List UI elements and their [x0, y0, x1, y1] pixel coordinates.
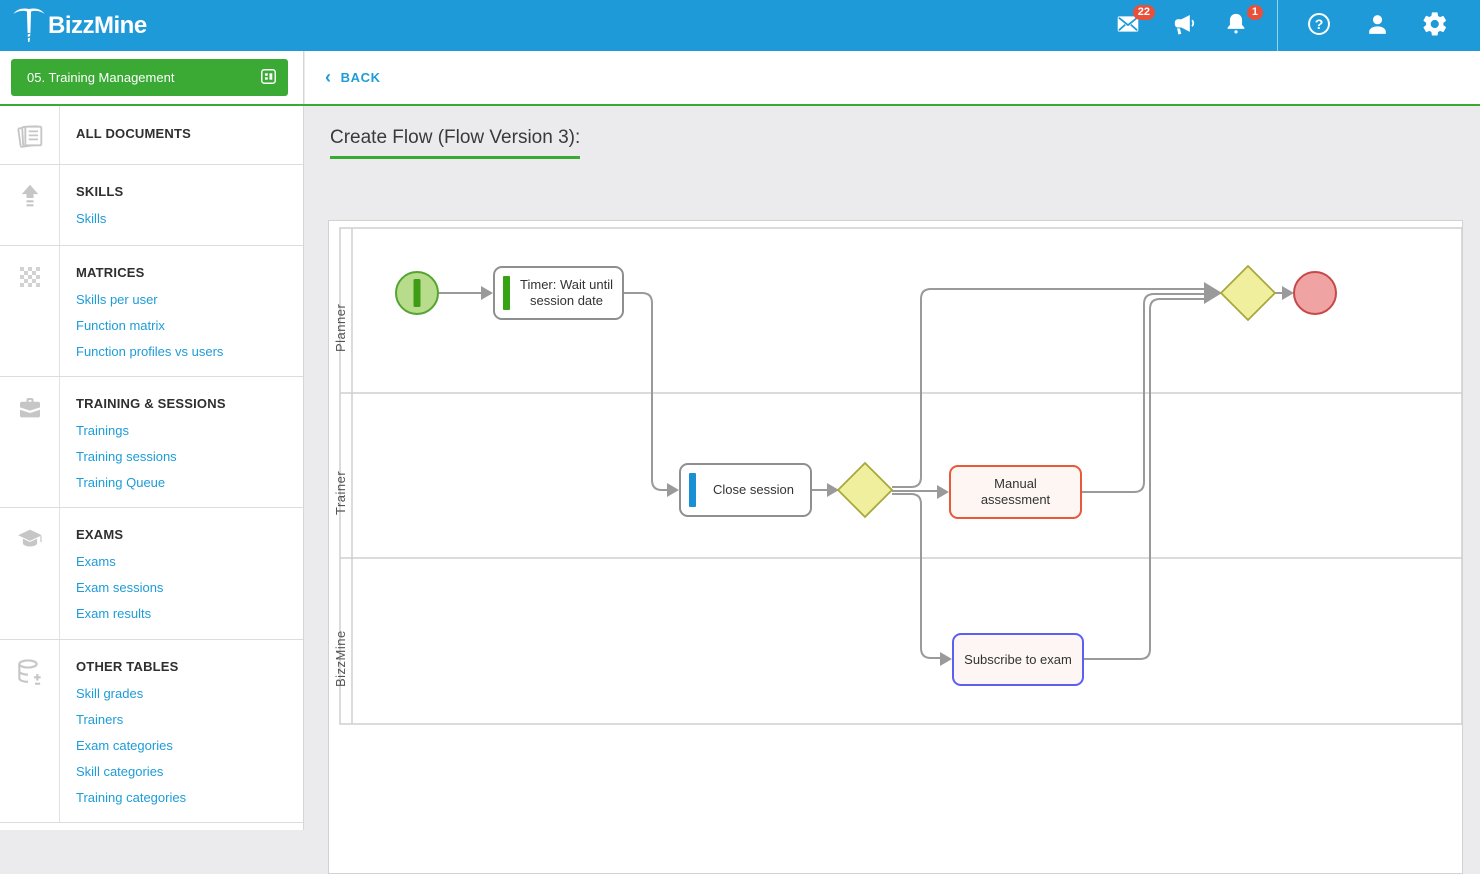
messages-badge: 22: [1132, 4, 1155, 20]
app-selector-label: 05. Training Management: [27, 70, 175, 85]
sidebar-link-trainings[interactable]: Trainings: [76, 423, 129, 438]
flow-subscribe-to-end-gateway: [1084, 298, 1207, 660]
matrix-icon: [0, 246, 60, 376]
megaphone-icon: [1169, 11, 1196, 41]
graduation-cap-icon: [0, 508, 60, 639]
sidebar-section-matrices: MATRICES Skills per user Function matrix…: [0, 246, 303, 377]
bell-icon: [1223, 11, 1249, 40]
start-event-bar: [413, 279, 421, 307]
gateway-end[interactable]: [1219, 264, 1277, 322]
flow-timer-to-close: [624, 292, 669, 491]
sidebar-link-trainers[interactable]: Trainers: [76, 712, 124, 727]
sidebar-section-training-sessions: TRAINING & SESSIONS Trainings Training s…: [0, 377, 303, 508]
profile-button[interactable]: [1358, 9, 1396, 43]
sidebar-section-other-tables: OTHER TABLES Skill grades Trainers Exam …: [0, 640, 303, 823]
sidebar-link-exam-results[interactable]: Exam results: [76, 606, 152, 621]
section-title-other-tables: OTHER TABLES: [76, 659, 179, 674]
app-grid-icon: [259, 67, 278, 89]
flow-gateway-to-subscribe: [892, 493, 942, 659]
end-event[interactable]: [1293, 271, 1337, 315]
notifications-badge: 1: [1246, 4, 1263, 20]
sidebar-link-function-profiles-vs-users[interactable]: Function profiles vs users: [76, 344, 224, 359]
sidebar-link-skills-per-user[interactable]: Skills per user: [76, 292, 158, 307]
task-close-session[interactable]: Close session: [679, 463, 812, 517]
lane-label-trainer: Trainer: [333, 470, 348, 516]
chevron-left-icon: ‹: [325, 67, 332, 87]
page-title: Create Flow (Flow Version 3):: [330, 127, 1480, 159]
lane-label-bizzmine: BizzMine: [333, 630, 348, 687]
gear-icon: [1421, 10, 1449, 41]
app-strip: 05. Training Management: [0, 51, 303, 104]
app-header: BizzMine 22: [0, 0, 1480, 51]
sidebar-section-skills: SKILLS Skills: [0, 165, 303, 246]
skills-icon: [0, 165, 60, 245]
section-title-skills: SKILLS: [76, 184, 124, 199]
flow-manual-to-end-gateway: [1082, 293, 1207, 493]
sidebar: 05. Training Management: [0, 51, 304, 830]
sidebar-link-skill-categories[interactable]: Skill categories: [76, 764, 164, 779]
sidebar-section-exams: EXAMS Exams Exam sessions Exam results: [0, 508, 303, 640]
header-divider: [1277, 0, 1278, 51]
help-icon: ?: [1306, 11, 1332, 40]
back-button[interactable]: ‹ BACK: [325, 67, 381, 87]
settings-button[interactable]: [1416, 9, 1454, 43]
sidebar-link-skill-grades[interactable]: Skill grades: [76, 686, 144, 701]
sidebar-section-all-documents: ALL DOCUMENTS: [0, 104, 303, 165]
sidebar-link-exam-sessions[interactable]: Exam sessions: [76, 580, 164, 595]
back-label: BACK: [340, 70, 381, 85]
content-area: Create Flow (Flow Version 3):: [305, 106, 1480, 874]
sequence-flows: [438, 288, 1284, 660]
accent-rule: [0, 104, 1480, 106]
sidebar-link-exams[interactable]: Exams: [76, 554, 116, 569]
section-title-all-documents: ALL DOCUMENTS: [76, 126, 192, 141]
flow-panel: Planner Trainer BizzMine Timer: Wait unt…: [328, 220, 1463, 874]
briefcase-icon: [0, 377, 60, 507]
gateway-trainer[interactable]: [836, 461, 894, 519]
flow-gateway-to-end-gateway: [892, 288, 1207, 488]
timer-accent-bar: [503, 276, 510, 310]
sidebar-link-training-queue[interactable]: Training Queue: [76, 475, 166, 490]
section-title-matrices: MATRICES: [76, 265, 145, 280]
toolbar: ‹ BACK: [305, 51, 1480, 104]
flow-diagram: [339, 227, 1462, 725]
brand-logo: BizzMine: [0, 3, 147, 48]
main-area: ‹ BACK Create Flow (Flow Version 3):: [305, 51, 1480, 874]
sidebar-link-exam-categories[interactable]: Exam categories: [76, 738, 173, 753]
help-button[interactable]: ?: [1300, 9, 1338, 43]
notifications-button[interactable]: 1: [1217, 4, 1263, 43]
database-icon: [0, 640, 60, 822]
sidebar-link-skills[interactable]: Skills: [76, 211, 107, 226]
sidebar-link-training-sessions[interactable]: Training sessions: [76, 449, 177, 464]
sidebar-link-function-matrix[interactable]: Function matrix: [76, 318, 165, 333]
lane-label-planner: Planner: [333, 303, 348, 353]
arrowheads: [481, 282, 1294, 666]
envelope-icon: [1115, 11, 1141, 40]
section-title-training-sessions: TRAINING & SESSIONS: [76, 396, 226, 411]
announcements-button[interactable]: [1163, 9, 1201, 43]
task-subscribe-to-exam[interactable]: Subscribe to exam: [952, 633, 1084, 686]
brand-name: BizzMine: [48, 11, 147, 39]
sidebar-link-training-categories[interactable]: Training categories: [76, 790, 187, 805]
documents-icon: [0, 104, 60, 164]
app-selector-button[interactable]: 05. Training Management: [11, 59, 288, 96]
svg-text:?: ?: [1315, 16, 1324, 32]
user-icon: [1365, 12, 1390, 40]
section-title-exams: EXAMS: [76, 527, 124, 542]
pool-boundary: [339, 227, 1462, 725]
pickaxe-logo-icon: [12, 3, 46, 48]
close-session-accent-bar: [689, 473, 696, 507]
messages-button[interactable]: 22: [1109, 4, 1155, 43]
